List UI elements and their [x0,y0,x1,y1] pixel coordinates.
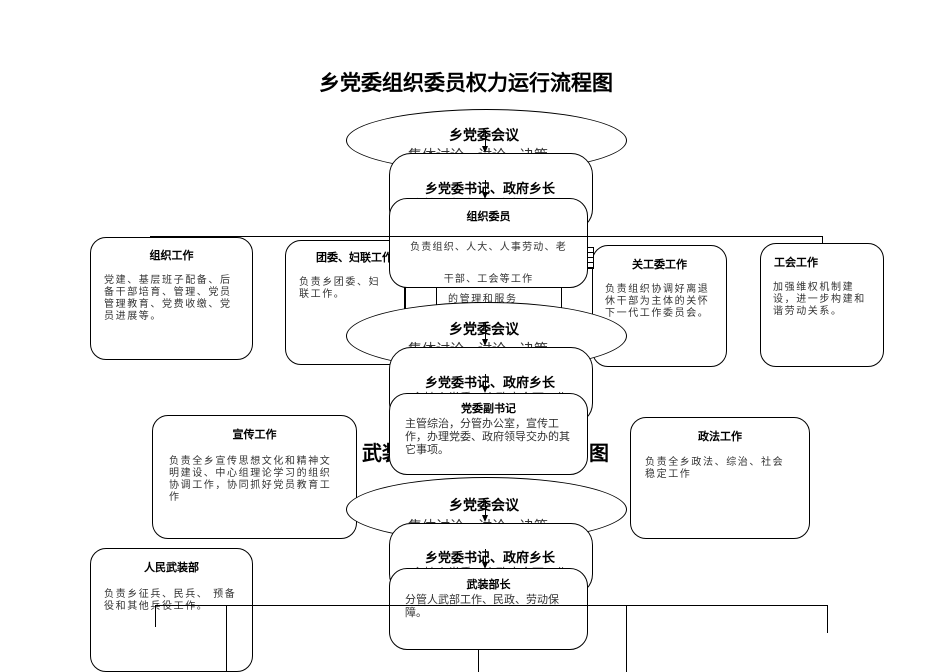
role-description: 干部、工会等工作 [443,274,534,285]
flow-arrow-icon [482,562,488,569]
connector-line [389,236,588,237]
background-title-fragment: 图 [589,437,609,466]
flow-arrow-line [485,323,486,341]
connector-line [478,650,479,672]
work-box-title: 人民武装部 [144,561,199,574]
connector-line [226,605,227,672]
work-box-title: 工会工作 [774,256,818,269]
meeting-title: 乡党委会议 [449,128,519,144]
role-description: 分管人武部工作、民政、劳动保障。 [405,593,559,619]
leader-title: 乡党委书记、政府乡长 [425,376,556,391]
leader-title: 乡党委书记、政府乡长 [425,182,556,197]
connector-line [626,605,627,672]
leader-title: 乡党委书记、政府乡长 [425,551,556,566]
work-box-description: 党建、基层班子配备、后备干部培育、管理、党员管理教育、党费收缴、党员进展等。 [104,275,232,322]
connector-line [155,605,156,627]
work-box-politics-law: 政法工作 负责全乡政法、综治、社会稳定工作 [630,417,810,539]
work-box-partial-text: 的管理和服务 [448,294,518,305]
role-title: 党委副书记 [461,402,516,415]
flow-arrow-line [485,130,486,148]
work-box-title: 政法工作 [698,430,742,443]
flow-arrow-icon [482,515,488,522]
flow-arrow-line [485,500,486,517]
deputy-party-secretary-node: 党委副书记 主管综治，分管办公室，宣传工作，办理党委、政府领导交办的其它事项。 [389,393,588,475]
organization-committee-member-node: 组织委员 负责组织、人大、人事劳动、老 干部、工会等工作 [389,198,588,288]
role-title: 武装部长 [466,578,511,591]
meeting-subtitle: 集体讨论、讨论、决策 [408,339,548,348]
connector-line [155,605,828,606]
work-box-organization: 组织工作 党建、基层班子配备、后备干部培育、管理、党员管理教育、党费收缴、党员进… [90,237,253,360]
work-box-description: 负责乡团委、妇联工作。 [299,277,381,300]
divider [436,270,437,310]
meeting-subtitle: 集体讨论、讨论、决策 [408,516,548,525]
work-box-description: 负责全乡宣传思想文化和精神文明建设、中心组理论学习的组织协调工作，协同抓好党员教… [169,456,332,503]
work-box-description: 负责全乡政法、综治、社会稳定工作 [645,457,785,480]
work-box-description: 负责组织协调好离退休干部为主体的关怀下一代工作委员会。 [605,284,710,319]
work-box-title: 宣传工作 [232,428,277,441]
ladder-connector [587,247,594,269]
role-title: 组织委员 [466,210,511,223]
work-box-description: 负责乡征兵、民兵、 预备役和其他兵役工作。 [104,589,237,612]
flow-arrow-line [485,374,486,390]
page-title: 乡党委组织委员权力运行流程图 [319,71,613,95]
flow-arrow-line [485,180,486,196]
meeting-subtitle: 集体讨论、讨论、决策 [408,145,548,154]
role-description: 主管综治，分管办公室，宣传工作，办理党委、政府领导交办的其它事项。 [405,417,570,456]
work-box-trade-union: 工会工作 加强维权机制建设，进一步构建和谐劳动关系。 [760,243,884,367]
work-box-title: 组织工作 [149,249,194,262]
work-box-description: 加强维权机制建设，进一步构建和谐劳动关系。 [773,282,866,317]
role-description: 负责组织、人大、人事劳动、老 [410,242,567,253]
flow-arrow-icon [482,192,488,199]
work-box-peoples-armed-forces: 人民武装部 负责乡征兵、民兵、 预备役和其他兵役工作。 [90,548,253,672]
flow-arrow-icon [482,386,488,393]
meeting-title: 乡党委会议 [449,498,519,514]
connector-line [827,605,828,633]
work-box-title: 关工委工作 [632,258,687,271]
flow-arrow-icon [482,339,488,346]
work-box-title: 团委、妇联工作 [316,251,393,264]
work-box-propaganda: 宣传工作 负责全乡宣传思想文化和精神文明建设、中心组理论学习的组织协调工作，协同… [152,415,357,539]
flow-arrow-line [485,549,486,565]
armed-forces-minister-node: 武装部长 分管人武部工作、民政、劳动保障。 [389,568,588,650]
meeting-title: 乡党委会议 [449,322,519,338]
flow-arrow-icon [482,146,488,153]
